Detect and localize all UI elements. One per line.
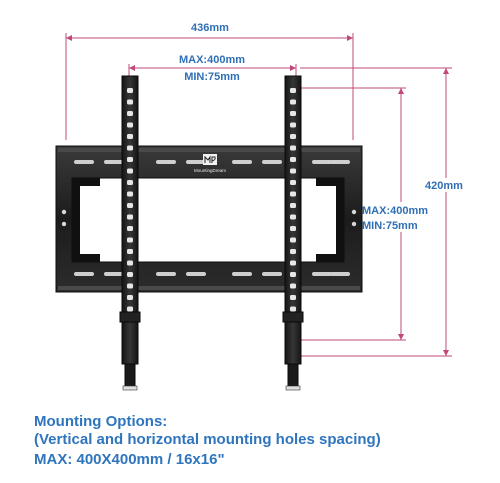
- arm-mounting-hole: [127, 134, 133, 139]
- arm-mounting-hole: [127, 88, 133, 93]
- total-height-label: 420mm: [425, 180, 463, 192]
- arm-mounting-hole: [290, 99, 296, 105]
- arm-mounting-hole: [290, 249, 296, 254]
- arm-mounting-hole: [127, 180, 133, 185]
- arm-mounting-hole: [127, 122, 133, 128]
- arm-mounting-hole: [290, 168, 296, 174]
- arm-mounting-hole: [290, 191, 296, 197]
- mounting-options-description: (Vertical and horizontal mounting holes …: [34, 431, 381, 448]
- mounting-options-max-size: MAX: 400X400mm / 16x16": [34, 451, 225, 468]
- logo-mark-icon: [203, 154, 217, 165]
- arm-mounting-hole: [127, 111, 133, 116]
- arm-mounting-hole: [127, 145, 133, 151]
- arm-mounting-hole: [290, 237, 296, 243]
- arm-mounting-hole: [127, 203, 133, 208]
- arm-mounting-hole: [290, 180, 296, 185]
- arm-mounting-hole: [290, 226, 296, 231]
- right-mounting-arm: [282, 75, 304, 391]
- horizontal-max-label: MAX:400mm: [179, 54, 245, 66]
- dimension-arrows: [66, 35, 449, 356]
- mounting-options-title: Mounting Options:: [34, 413, 168, 430]
- brand-logo: MountingDream: [194, 154, 226, 173]
- arm-mounting-hole: [127, 157, 133, 162]
- arm-mounting-hole: [290, 214, 296, 220]
- logo-brand-text: MountingDream: [194, 168, 226, 173]
- wall-plate: [55, 145, 363, 293]
- arm-mounting-hole: [290, 134, 296, 139]
- arm-mounting-hole: [290, 295, 296, 300]
- arm-mounting-hole: [290, 145, 296, 151]
- dimension-lines: [65, 33, 452, 357]
- arm-mounting-hole: [290, 306, 296, 312]
- arm-mounting-hole: [290, 111, 296, 116]
- total-width-label: 436mm: [191, 22, 229, 34]
- horizontal-min-label: MIN:75mm: [184, 71, 240, 83]
- arm-mounting-hole: [127, 306, 133, 312]
- arm-mounting-hole: [127, 272, 133, 277]
- arm-mounting-hole: [127, 168, 133, 174]
- arm-mounting-hole: [127, 249, 133, 254]
- arm-mounting-hole: [290, 122, 296, 128]
- arm-mounting-hole: [127, 226, 133, 231]
- arm-mounting-hole: [127, 99, 133, 105]
- arm-mounting-hole: [127, 237, 133, 243]
- vertical-max-label: MAX:400mm: [362, 205, 428, 217]
- arm-mounting-hole: [290, 157, 296, 162]
- arm-mounting-hole: [290, 88, 296, 93]
- left-mounting-arm: [119, 75, 141, 391]
- arm-mounting-hole: [127, 260, 133, 266]
- arm-mounting-hole: [127, 283, 133, 289]
- vertical-min-label: MIN:75mm: [362, 220, 418, 232]
- arm-mounting-hole: [290, 272, 296, 277]
- arm-mounting-hole: [127, 295, 133, 300]
- arm-mounting-hole: [127, 191, 133, 197]
- arm-mounting-hole: [290, 203, 296, 208]
- arm-mounting-hole: [290, 260, 296, 266]
- arm-mounting-hole: [127, 214, 133, 220]
- arm-mounting-hole: [290, 283, 296, 289]
